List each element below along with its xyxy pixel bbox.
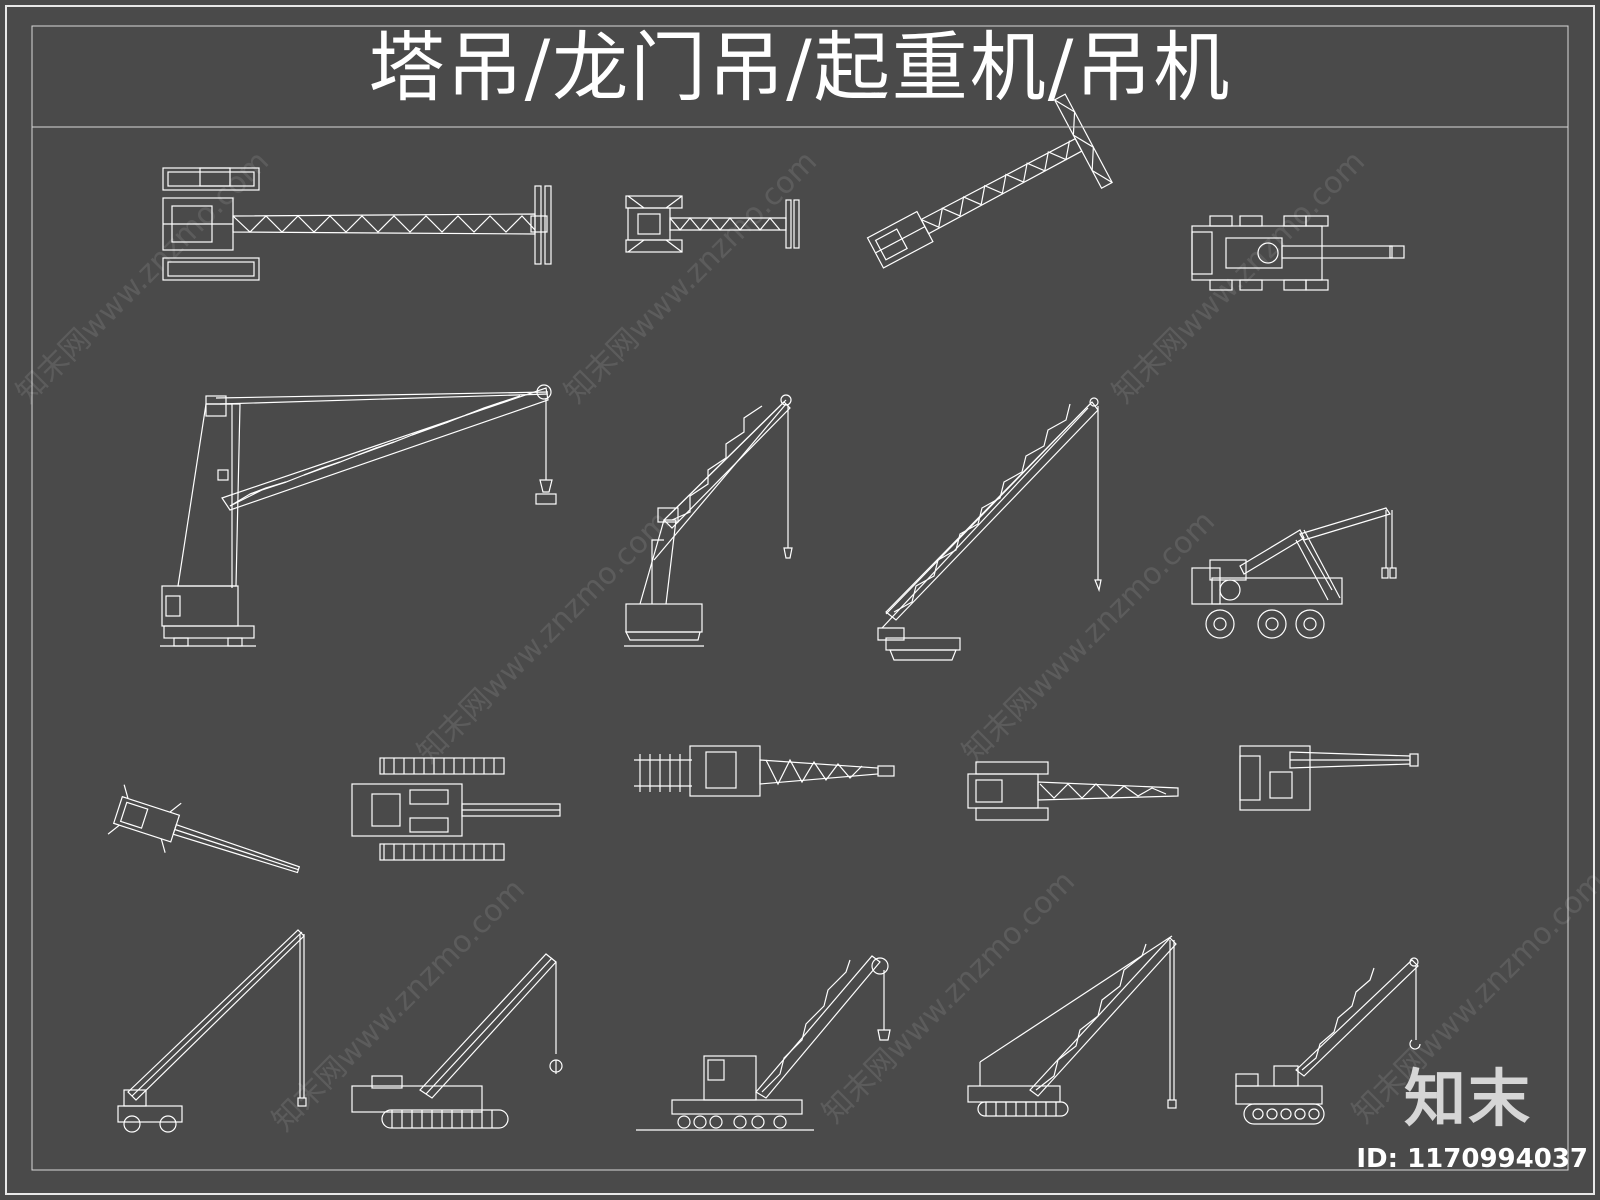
outer-border [5, 5, 1595, 1195]
inner-border [31, 25, 1569, 1171]
rail-crane-side [636, 955, 891, 1131]
wheeled-crane-side [1191, 507, 1397, 639]
crawler-crane-plan-tracks [351, 757, 561, 861]
lattice-crawler-crane-side [877, 397, 1102, 661]
rail-crane-plan [634, 745, 895, 797]
grove-crawler-crane-side [351, 953, 563, 1129]
telescopic-crane-plan [1239, 745, 1419, 811]
page-title: 塔吊/龙门吊/起重机/吊机 [368, 23, 1232, 112]
rough-terrain-crane-side [117, 929, 307, 1133]
crawler-crane-plan-small [625, 195, 800, 253]
crawler-crane-plan-angled [866, 93, 1113, 269]
brand-logo: 知末 [1404, 1062, 1533, 1135]
small-crawler-crane-side [1235, 957, 1421, 1125]
crawler-crane-plan-large [162, 167, 552, 281]
lattice-crane-plan [967, 761, 1179, 821]
lattice-crawler-crane-side-2 [967, 935, 1177, 1117]
image-id-label: ID: 1170994037 [1356, 1144, 1588, 1174]
pedestal-jib-crane-side [160, 384, 557, 647]
portal-crane-side [624, 394, 793, 647]
wheeled-crane-plan [1191, 215, 1405, 291]
telescopic-crane-plan-angled [107, 784, 301, 874]
